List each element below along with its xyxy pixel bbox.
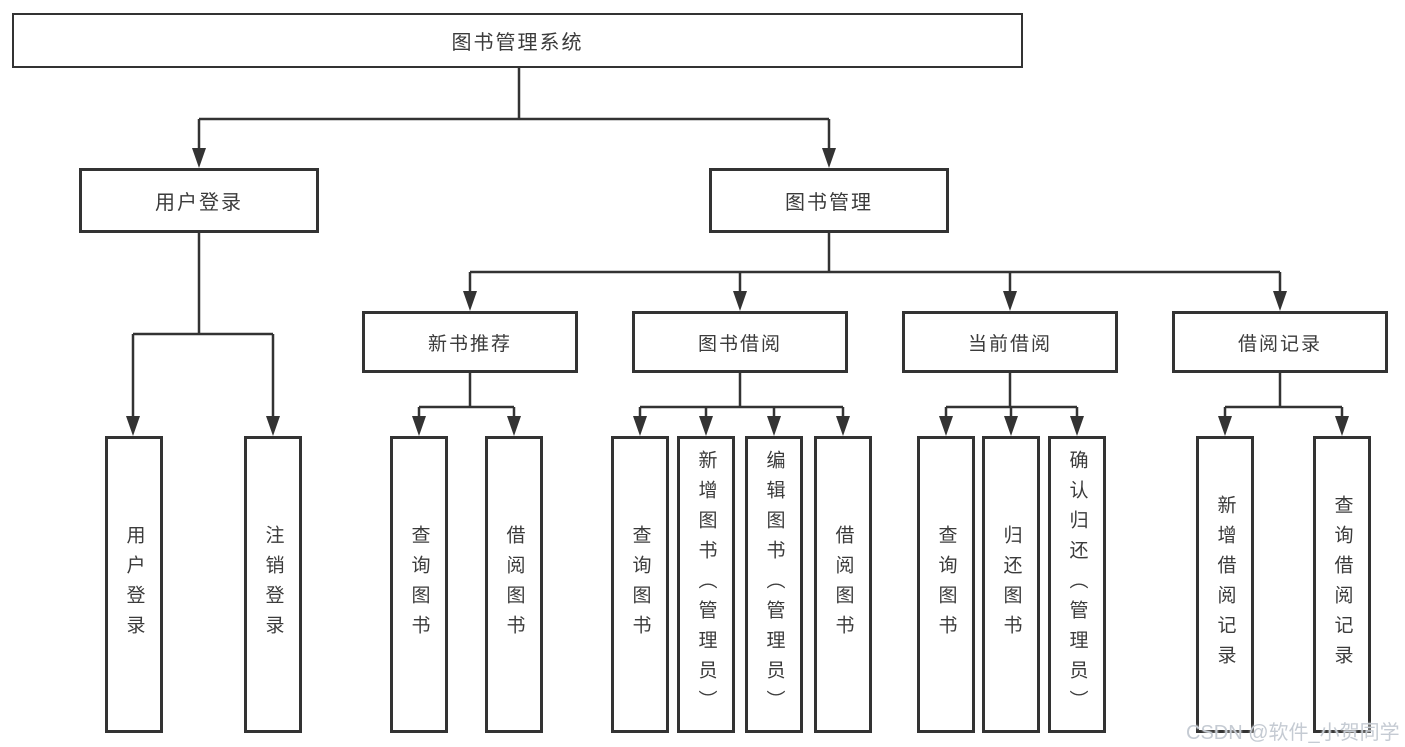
arrow-down-icon [699, 416, 713, 436]
leaf-borrow-query-books: 查询图书 [611, 436, 669, 733]
leaf-newbook-query-books-label: 查询图书 [408, 524, 430, 645]
arrow-down-icon [126, 416, 140, 436]
leaf-newbook-borrow-books: 借阅图书 [485, 436, 543, 733]
node-book-borrowing: 图书借阅 [632, 311, 848, 373]
leaf-add-borrow-record-label: 新增借阅记录 [1214, 494, 1236, 675]
node-borrowing-records: 借阅记录 [1172, 311, 1388, 373]
arrow-down-icon [463, 291, 477, 311]
node-book-management-label: 图书管理 [785, 192, 873, 214]
arrow-down-icon [1004, 416, 1018, 436]
leaf-newbook-borrow-books-label: 借阅图书 [503, 524, 525, 645]
node-root-system: 图书管理系统 [12, 13, 1023, 68]
arrow-down-icon [767, 416, 781, 436]
arrowhead-group [126, 148, 1349, 436]
arrow-down-icon [412, 416, 426, 436]
arrow-down-icon [1003, 291, 1017, 311]
leaf-current-query-books: 查询图书 [917, 436, 975, 733]
arrow-down-icon [633, 416, 647, 436]
arrow-down-icon [733, 291, 747, 311]
leaf-query-borrow-record: 查询借阅记录 [1313, 436, 1371, 733]
node-current-borrowing-label: 当前借阅 [967, 333, 1052, 355]
leaf-user-login-label: 用户登录 [123, 524, 145, 645]
leaf-return-books-label: 归还图书 [1000, 524, 1022, 645]
arrow-down-icon [1218, 416, 1232, 436]
node-book-management: 图书管理 [709, 168, 949, 233]
leaf-borrow-borrow-books-label: 借阅图书 [832, 524, 854, 645]
arrow-down-icon [1273, 291, 1287, 311]
arrow-down-icon [939, 416, 953, 436]
leaf-newbook-query-books: 查询图书 [390, 436, 448, 733]
leaf-borrow-query-books-label: 查询图书 [629, 524, 651, 645]
leaf-edit-book-admin-label: 编辑图书（管理员） [763, 449, 785, 720]
arrow-down-icon [192, 148, 206, 168]
node-new-book-recommend-label: 新书推荐 [427, 333, 512, 355]
leaf-query-borrow-record-label: 查询借阅记录 [1331, 494, 1353, 675]
leaf-confirm-return-admin-label: 确认归还（管理员） [1066, 449, 1088, 720]
csdn-watermark: CSDN @软件_小贺同学 [1186, 722, 1400, 744]
arrow-down-icon [266, 416, 280, 436]
arrow-down-icon [836, 416, 850, 436]
leaf-edit-book-admin: 编辑图书（管理员） [745, 436, 803, 733]
arrow-down-icon [822, 148, 836, 168]
node-new-book-recommend: 新书推荐 [362, 311, 578, 373]
leaf-confirm-return-admin: 确认归还（管理员） [1048, 436, 1106, 733]
node-user-login: 用户登录 [79, 168, 319, 233]
node-current-borrowing: 当前借阅 [902, 311, 1118, 373]
leaf-logout: 注销登录 [244, 436, 302, 733]
leaf-add-book-admin: 新增图书（管理员） [677, 436, 735, 733]
leaf-add-borrow-record: 新增借阅记录 [1196, 436, 1254, 733]
leaf-borrow-borrow-books: 借阅图书 [814, 436, 872, 733]
node-root-label: 图书管理系统 [451, 32, 584, 54]
leaf-logout-label: 注销登录 [262, 524, 284, 645]
leaf-add-book-admin-label: 新增图书（管理员） [695, 449, 717, 720]
arrow-down-icon [507, 416, 521, 436]
connector-lines [131, 67, 1344, 417]
node-user-login-label: 用户登录 [155, 192, 243, 214]
leaf-return-books: 归还图书 [982, 436, 1040, 733]
node-borrowing-records-label: 借阅记录 [1237, 333, 1322, 355]
leaf-current-query-books-label: 查询图书 [935, 524, 957, 645]
arrow-down-icon [1070, 416, 1084, 436]
arrow-down-icon [1335, 416, 1349, 436]
leaf-user-login: 用户登录 [105, 436, 163, 733]
node-book-borrowing-label: 图书借阅 [697, 333, 782, 355]
